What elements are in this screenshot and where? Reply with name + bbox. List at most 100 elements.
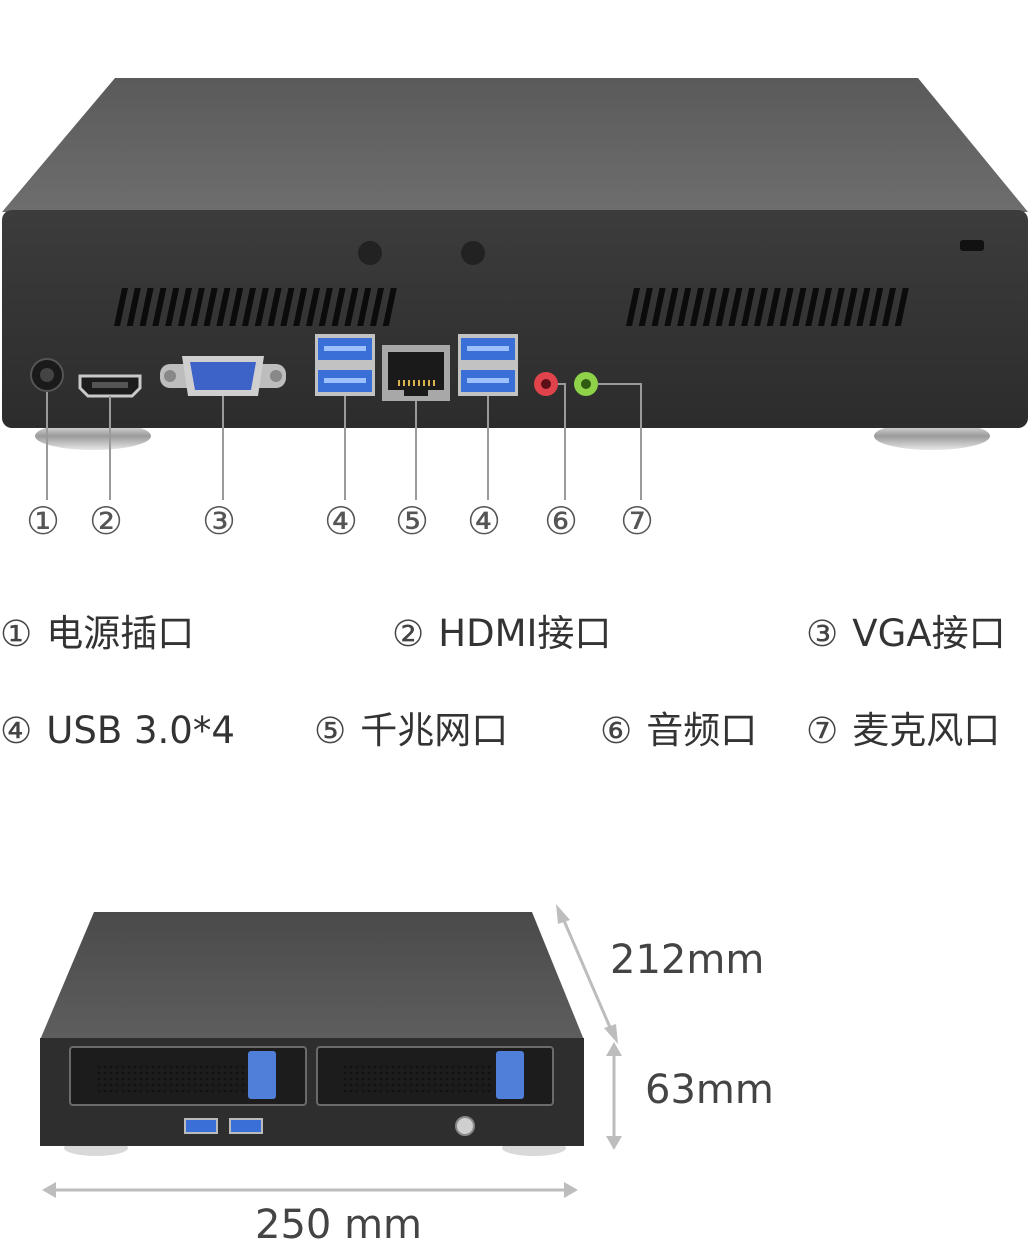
vent-slot [779, 288, 794, 326]
legend-label: 麦克风口 [852, 709, 1001, 752]
legend-label: 电源插口 [46, 612, 195, 655]
dimension-lines [42, 904, 622, 1198]
vent-slot [818, 288, 832, 326]
height-dimension-label: 63mm [645, 1067, 774, 1113]
legend-item-hdmi: ② HDMI接口 [392, 615, 611, 653]
legend-label: HDMI接口 [438, 612, 612, 655]
rj45-pin [403, 380, 405, 386]
rj45-pin [413, 380, 415, 386]
legend-number: ④ [0, 711, 33, 752]
vent-slot [805, 288, 820, 326]
vent-slot [677, 288, 692, 326]
legend-item-mic: ⑦ 麦克风口 [806, 712, 1000, 750]
legend-label: USB 3.0*4 [46, 709, 235, 752]
mic-jack-icon [574, 372, 598, 396]
usb-port-icon [458, 334, 518, 396]
vent-right [626, 288, 909, 326]
rj45-pin [398, 380, 400, 386]
callout-number: ⑤ [395, 499, 430, 543]
chassis-top [40, 912, 584, 1040]
legend-item-usb: ④ USB 3.0*4 [0, 712, 235, 750]
vent-slot [651, 288, 666, 326]
vent-slot [869, 288, 884, 326]
vent-slot [754, 288, 768, 326]
legend-item-audio: ⑥ 音频口 [600, 712, 757, 750]
legend-item-vga: ③ VGA接口 [806, 615, 1006, 653]
rj45-pin [428, 380, 430, 386]
vga-port-icon [160, 356, 286, 396]
rear-view-illustration [2, 78, 1028, 500]
usb-port-icon [184, 1118, 218, 1134]
vent-left [114, 288, 397, 326]
callout-number: ⑦ [620, 499, 655, 543]
vent-slot [882, 288, 896, 326]
foot-right [874, 422, 990, 450]
callout-number: ③ [202, 499, 237, 543]
dc-power-jack-icon [30, 358, 64, 392]
vent-slot [216, 288, 231, 326]
front-view-illustration [40, 904, 622, 1198]
vent-slot [626, 288, 640, 326]
vent-slot [190, 288, 205, 326]
vent-slot [830, 288, 845, 326]
foot-left [35, 422, 151, 450]
vent-slot [178, 288, 192, 326]
rj45-port-icon [382, 345, 450, 401]
drive-caddy-icon [69, 1046, 307, 1106]
usb-port-icon [229, 1118, 263, 1134]
vent-slot [242, 288, 256, 326]
vent-slot [152, 288, 167, 326]
vent-slot [894, 288, 909, 326]
width-dimension-label: 250 mm [255, 1202, 422, 1248]
screw-icon [358, 241, 382, 265]
depth-dimension-label: 212mm [610, 937, 765, 983]
legend-number: ⑤ [314, 711, 347, 752]
legend-number: ⑥ [600, 711, 633, 752]
vent-slot [370, 288, 384, 326]
vent-slot [357, 288, 372, 326]
vent-slot [165, 288, 180, 326]
rj45-pin [423, 380, 425, 386]
vent-slot [715, 288, 730, 326]
vent-slot [331, 288, 346, 326]
vent-slot [114, 288, 128, 326]
vent-slot [638, 288, 653, 326]
vent-slot [741, 288, 756, 326]
callout-number: ⑥ [544, 499, 579, 543]
drive-caddy-icon [316, 1046, 554, 1106]
vent-slot [344, 288, 359, 326]
vent-slot [856, 288, 871, 326]
lock-slot-icon [960, 240, 984, 251]
legend-number: ② [392, 614, 425, 655]
vent-slot [702, 288, 717, 326]
vent-slot [318, 288, 333, 326]
vent-slot [203, 288, 218, 326]
rj45-pin [433, 380, 435, 386]
callout-number: ① [26, 499, 61, 543]
vent-slot [293, 288, 308, 326]
callout-leader-lines [46, 383, 642, 500]
legend-label: VGA接口 [852, 612, 1006, 655]
hdmi-port-icon [78, 374, 142, 398]
legend-item-power: ① 电源插口 [0, 615, 194, 653]
rj45-pin [418, 380, 420, 386]
vent-slot [306, 288, 320, 326]
legend-number: ① [0, 614, 33, 655]
vent-slot [843, 288, 858, 326]
usb-port-icon [315, 334, 375, 396]
vent-slot [728, 288, 743, 326]
vent-slot [766, 288, 781, 326]
power-button-icon [455, 1116, 475, 1136]
audio-jack-icon [534, 372, 558, 396]
rj45-pin [408, 380, 410, 386]
legend-label: 音频口 [646, 709, 758, 752]
vent-slot [229, 288, 244, 326]
legend-number: ⑦ [806, 711, 839, 752]
legend-number: ③ [806, 614, 839, 655]
vent-slot [280, 288, 295, 326]
vent-slot [126, 288, 141, 326]
callout-number: ② [89, 499, 124, 543]
chassis-top [2, 78, 1028, 212]
callout-number: ④ [324, 499, 359, 543]
